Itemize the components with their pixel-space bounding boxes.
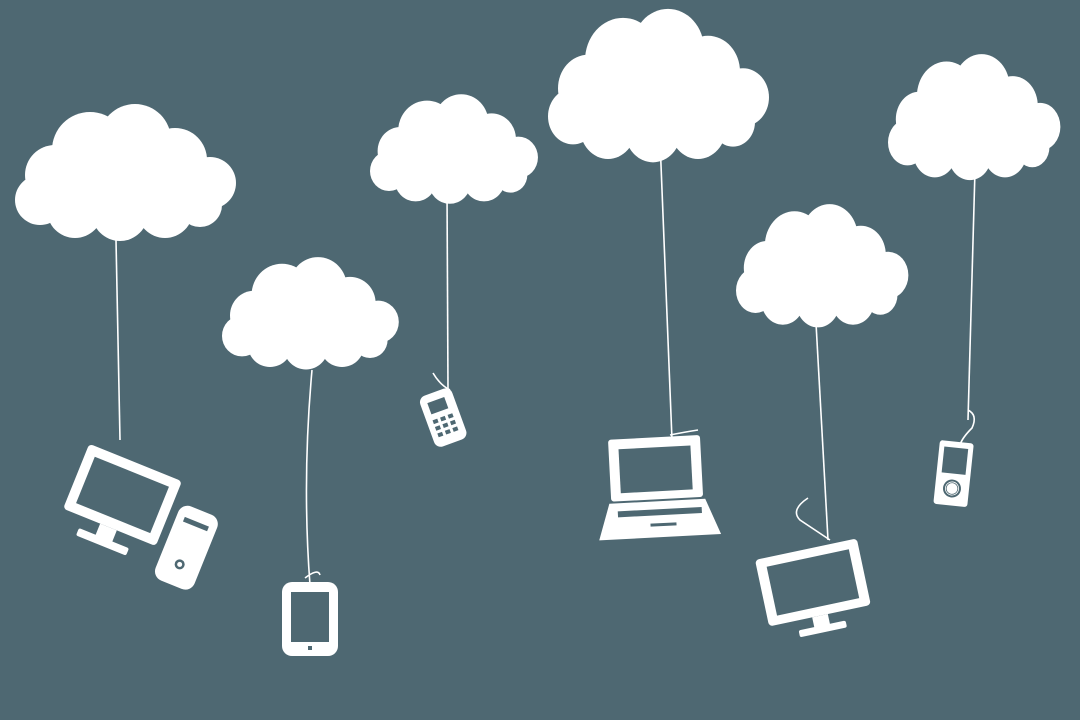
cloud-2-group <box>222 257 399 656</box>
cloud-4-group <box>548 8 769 541</box>
laptop-icon <box>599 435 722 541</box>
music-player-icon <box>933 440 974 507</box>
cloud-6-group <box>888 54 1061 507</box>
cloud-icon <box>548 8 769 163</box>
monitor-icon <box>755 539 871 637</box>
cloud-1-group <box>15 104 236 590</box>
string <box>304 571 321 579</box>
string <box>115 239 121 441</box>
cloud-icon <box>736 204 909 328</box>
cloud-5-group <box>736 204 909 637</box>
cloud-icon <box>888 54 1061 181</box>
string <box>795 497 831 541</box>
string <box>446 189 449 391</box>
cloud-icon <box>15 104 236 241</box>
cloud-icon <box>370 94 538 204</box>
string <box>659 139 673 441</box>
string <box>305 369 313 586</box>
string <box>669 429 699 436</box>
cloud-3-group <box>370 94 538 447</box>
string <box>959 409 976 446</box>
string <box>814 304 829 541</box>
cloud-icon <box>222 257 399 370</box>
mobile-phone-icon <box>419 388 467 447</box>
desktop-computer-icon <box>64 444 218 590</box>
tablet-icon <box>282 582 338 656</box>
string <box>967 169 976 421</box>
